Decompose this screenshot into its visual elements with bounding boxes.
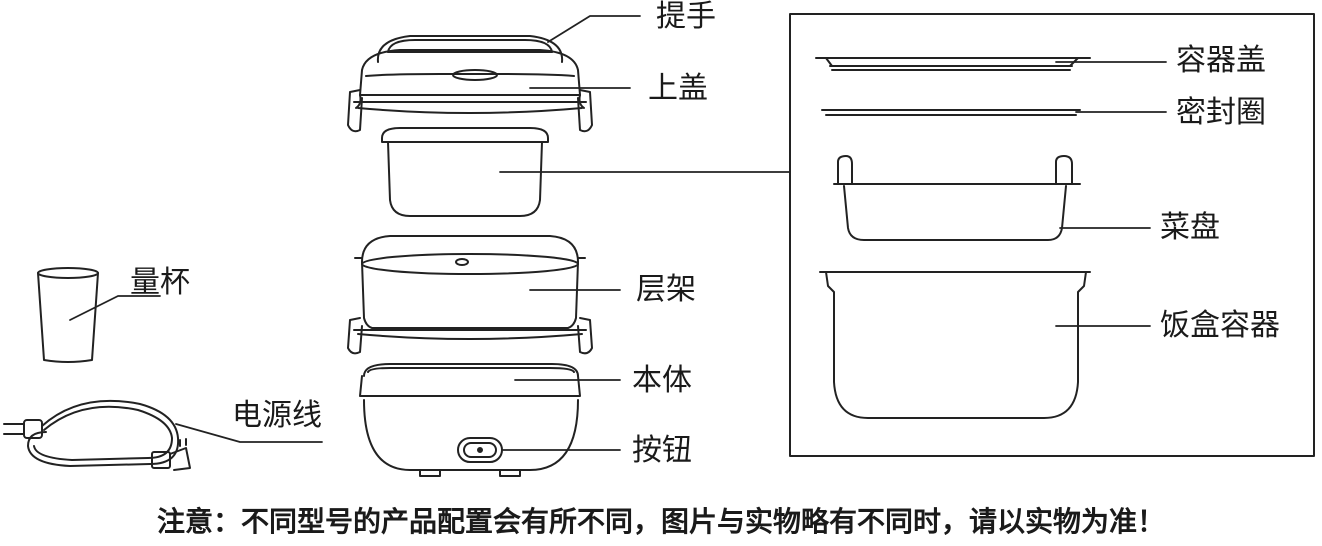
- detail-panel-frame: [789, 13, 1315, 457]
- measuring-cup-drawing: [37, 267, 99, 363]
- top-lid-drawing: [353, 49, 587, 114]
- leader-lines: [69, 15, 1167, 451]
- notice-text: 注意：不同型号的产品配置会有所不同，图片与实物略有不同时，请以实物为准！: [156, 505, 1165, 538]
- rice-container-drawing: [819, 271, 1091, 419]
- inner-bowl-drawing: [381, 127, 549, 217]
- label-rice-container: 饭盒容器: [1160, 308, 1280, 343]
- power-cord-drawing: [3, 399, 191, 471]
- label-power-cord: 电源线: [232, 398, 322, 433]
- label-seal-ring: 密封圈: [1176, 95, 1266, 130]
- dish-tray-drawing: [833, 155, 1081, 241]
- label-handle: 提手: [656, 0, 716, 34]
- main-body-drawing: [359, 363, 581, 477]
- button-drawing: [457, 437, 503, 463]
- container-lid-drawing: [815, 57, 1091, 71]
- seal-ring-drawing: [821, 109, 1081, 116]
- handle-drawing: [376, 35, 564, 63]
- side-clip-drawing: [347, 89, 593, 133]
- tier-rack-drawing: [347, 235, 593, 355]
- label-main-body: 本体: [632, 363, 692, 398]
- label-container-lid: 容器盖: [1176, 43, 1266, 78]
- label-measuring-cup: 量杯: [130, 265, 190, 300]
- label-top-lid: 上盖: [648, 71, 708, 106]
- label-button: 按钮: [632, 433, 692, 468]
- label-dish-tray: 菜盘: [1160, 210, 1220, 245]
- label-tier-rack: 层架: [636, 272, 696, 307]
